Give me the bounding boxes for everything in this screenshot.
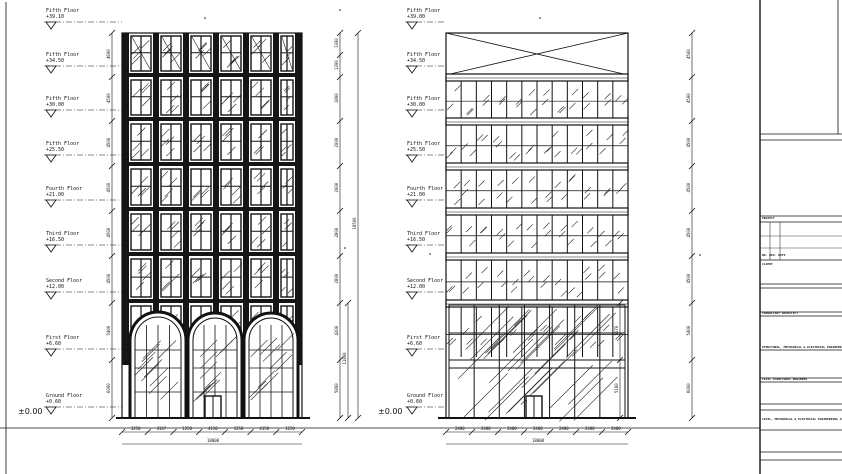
level-elevation: +0.60 (407, 399, 422, 405)
titleblock-label6: CIVIL STRUCTURAL ENGINEER (762, 377, 807, 381)
left-floor-dim-label: 5400 (106, 325, 111, 335)
titleblock-label7: CIVIL, MECHANICAL & ELECTRICAL ENGINEERI… (762, 417, 842, 421)
floor-slab (446, 163, 628, 170)
right-width-dim-label: 2400 (455, 426, 465, 431)
titleblock-label4: CONSULTANT ARCHITECT (762, 311, 798, 315)
left-side-dim-label: 1800 (334, 93, 339, 103)
level-elevation: +6.60 (46, 341, 61, 347)
level-elevation: +25.50 (407, 147, 425, 153)
datum-label-right: ±0.00 (378, 407, 403, 416)
level-elevation: +39.00 (407, 14, 425, 20)
grid-dot (339, 9, 341, 11)
left-side-dim-label: 4200 (334, 325, 339, 335)
level-elevation: +39.10 (46, 14, 64, 20)
grid-dot (204, 17, 206, 19)
grid-dot (429, 253, 431, 255)
level-elevation: +0.60 (46, 399, 61, 405)
titleblock-label3: CLIENT (762, 262, 773, 266)
right-floor-dim-label: 4500 (686, 49, 691, 59)
level-elevation: +12.00 (407, 284, 425, 290)
datum-label-left: ±0.00 (18, 407, 43, 416)
level-elevation: +30.00 (46, 102, 64, 108)
pilaster (122, 33, 129, 365)
right-width-dim-label: 2400 (559, 426, 569, 431)
front-elevation-right (438, 33, 636, 421)
right-width-dim-label: 2400 (533, 426, 543, 431)
level-elevation: +12.00 (46, 284, 64, 290)
titleblock-label5: STRUCTURAL, MECHANICAL & ELECTRICAL ENGI… (762, 345, 842, 349)
left-overall-dim-label: 18500 (352, 217, 357, 230)
front-elevation-left (116, 33, 310, 418)
left-width-dim-label: 1250 (285, 426, 295, 431)
right-side-dim-label: 5170 (614, 325, 619, 335)
left-width-dim-label: 4150 (208, 426, 218, 431)
pilaster (295, 33, 302, 365)
left-width-dim-label: 4147 (157, 426, 167, 431)
right-floor-dim-label: 4500 (686, 227, 691, 237)
level-elevation: +30.00 (407, 102, 425, 108)
floor-slab (446, 208, 628, 215)
left-floor-dim-label: 4500 (106, 273, 111, 283)
pilaster (243, 33, 249, 365)
floor-slab (446, 300, 628, 307)
left-floor-dim-label: 4600 (106, 49, 111, 59)
level-elevation: +6.60 (407, 341, 422, 347)
pilaster (183, 33, 189, 365)
right-floor-dim-label: 4500 (686, 273, 691, 283)
left-floor-dim-label: 4500 (106, 93, 111, 103)
left-floor-dim-label: 4500 (106, 227, 111, 237)
level-elevation: +25.50 (46, 147, 64, 153)
right-floor-dim-label: 4500 (686, 93, 691, 103)
left-width-dim-total: 18000 (207, 438, 220, 443)
level-elevation: +34.50 (407, 58, 425, 64)
left-side-dim-label: 1300 (334, 38, 339, 48)
level-elevation: +34.50 (46, 58, 64, 64)
floor-band (122, 73, 302, 77)
grid-dot (699, 254, 701, 256)
right-width-dim-label: 2400 (507, 426, 517, 431)
left-side-dim-label: 2000 (334, 137, 339, 147)
titleblock-label1: PROJECT (762, 216, 775, 220)
floor-band (122, 162, 302, 166)
left-side-dim-label: 2800 (334, 273, 339, 283)
right-width-dim-label: 2400 (585, 426, 595, 431)
level-elevation: +16.50 (407, 237, 425, 243)
floor-band (122, 207, 302, 211)
left-side-dim-label: 5800 (334, 383, 339, 393)
floor-slab (446, 253, 628, 260)
level-elevation: +21.00 (46, 192, 64, 198)
floor-band (122, 299, 302, 303)
floor-slab (446, 118, 628, 125)
left-floor-dim-label: 4500 (106, 137, 111, 147)
floor-band (122, 252, 302, 256)
right-floor-dim-label: 5400 (686, 325, 691, 335)
level-elevation: +16.50 (46, 237, 64, 243)
floor-slab (446, 74, 628, 81)
left-side-dim-label: 2800 (334, 227, 339, 237)
left-floor-dim-label: 6000 (106, 383, 111, 393)
titleblock-label2: NO. REV. DATE (762, 253, 786, 257)
right-floor-dim-label: 4500 (686, 182, 691, 192)
left-floor-dim-label: 4500 (106, 182, 111, 192)
grid-dot (539, 17, 541, 19)
left-width-dim-label: 1250 (182, 426, 192, 431)
left-width-dim-label: 1250 (131, 426, 141, 431)
right-side-dim-label: 5180 (614, 383, 619, 393)
left-overall2-dim-label: 11800 (342, 352, 347, 365)
grid-dot (344, 247, 346, 249)
left-side-dim-label: 2000 (334, 182, 339, 192)
level-elevation: +21.00 (407, 192, 425, 198)
left-side-dim-label: 1300 (334, 60, 339, 70)
right-width-dim-label: 2400 (481, 426, 491, 431)
right-width-dim-label: 2400 (611, 426, 621, 431)
right-width-dim-total: 18000 (532, 438, 545, 443)
right-floor-dim-label: 4500 (686, 137, 691, 147)
left-width-dim-label: 1250 (234, 426, 244, 431)
left-width-dim-label: 4150 (259, 426, 269, 431)
right-floor-dim-label: 6000 (686, 383, 691, 393)
floor-band (122, 117, 302, 121)
